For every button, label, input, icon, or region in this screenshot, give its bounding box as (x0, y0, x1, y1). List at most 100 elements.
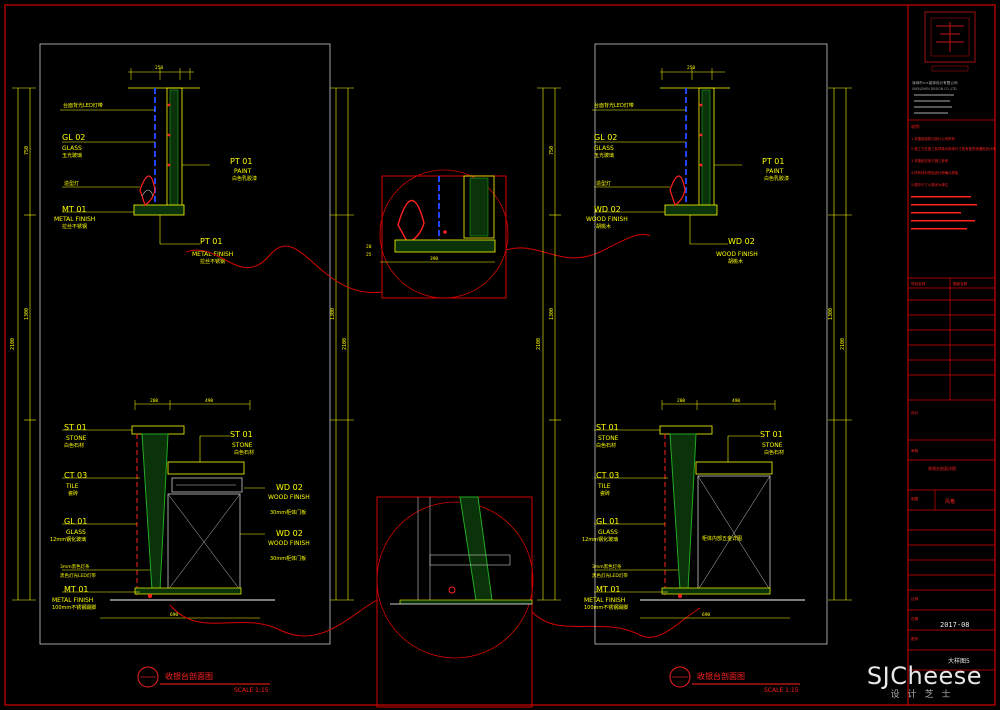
left-pt2-name: METAL FINISH (192, 251, 233, 258)
left-title: 收银台剖面图 (165, 671, 213, 681)
right-st2-name: STONE (762, 442, 783, 449)
company-seal-logo (924, 11, 976, 72)
right-st1-name: STONE (598, 435, 619, 442)
right-decor-label: 造型灯 (596, 180, 611, 187)
dim-top-a: 250 (155, 65, 163, 71)
dim-r-right-total: 2100 (840, 338, 846, 350)
right-pt-cn: 白色乳胶漆 (764, 175, 789, 182)
right-pt-name: PAINT (766, 168, 784, 175)
right-gl-bottom-code: GL 01 (596, 517, 619, 526)
detail-dim-c: 25 (366, 252, 372, 258)
dim-bottom-total: 690 (170, 612, 178, 618)
right-st1-cn: 白色石材 (596, 442, 616, 449)
right-wd-cn: 胡桃木 (596, 223, 611, 230)
right-section-panel: 2100 1300 750 1300 2100 250 (536, 43, 852, 694)
tb-sheet-no: 大样图5 (948, 657, 970, 665)
left-ct-cn: 瓷砖 (68, 490, 78, 497)
right-pt-code: PT 01 (762, 157, 784, 166)
right-title: 收银台剖面图 (697, 671, 745, 681)
dim-left-mid: 1300 (24, 308, 30, 320)
note-4: 4.所有材料须经设计师确认样板 (911, 170, 959, 175)
dim-r-left-total: 2100 (536, 338, 542, 350)
right-center-label: 柜体内部五金详图 (702, 535, 742, 542)
note-2: 2.施工方在施工前须核对现场尺寸如有差异请通知设计师 (911, 146, 996, 151)
right-wd-name: WOOD FINISH (586, 216, 628, 223)
left-gl-bottom-cn: 12mm钢化玻璃 (50, 536, 86, 543)
left-led-label: 台面背光LED灯带 (63, 102, 103, 109)
right-gl-bottom-cn: 12mm钢化玻璃 (582, 536, 618, 543)
dim-bottom-a: 200 (150, 398, 158, 404)
left-mt-bottom-cn: 100mm不锈钢踢脚 (52, 604, 96, 611)
dim-r-left-mid: 1300 (549, 308, 555, 320)
left-st1-code: ST 01 (64, 423, 87, 432)
detail-dim-a: 390 (430, 256, 438, 262)
left-st2-name: STONE (232, 442, 253, 449)
right-strip-label: 3mm黑色灯条 (592, 563, 622, 570)
note-1: 1.本图纸版权归设计公司所有 (911, 136, 956, 141)
right-gl-code: GL 02 (594, 133, 617, 142)
dim-r-right-mid: 1300 (828, 308, 834, 320)
revision-curve-bottom (169, 599, 701, 638)
left-led-bottom-label: 黑色灯光LED灯带 (60, 572, 96, 579)
firm-name: 深圳市××装饰设计有限公司 (912, 80, 958, 85)
left-pt2-cn: 拉丝不锈钢 (200, 258, 225, 265)
left-strip-label: 3mm黑色灯条 (60, 563, 90, 570)
right-ct-name: TILE (597, 483, 611, 490)
tb-row9: 图号 (911, 636, 919, 641)
left-st2-cn: 白色石材 (234, 449, 254, 456)
dim-r-left-top: 750 (549, 146, 555, 155)
right-wd2-top-code: WD 02 (728, 237, 755, 246)
left-wd1-code: WD 02 (276, 483, 303, 492)
right-mt-bottom-cn: 100mm不锈钢踢脚 (584, 604, 628, 611)
notes-heading: 说明: (911, 123, 920, 129)
left-gl-cn: 玉光玻璃 (62, 152, 82, 159)
left-ct-name: TILE (65, 483, 79, 490)
tb-date: 2017-08 (940, 621, 970, 629)
watermark-brand: SJCheese (866, 662, 982, 690)
right-st2-cn: 白色石材 (764, 449, 784, 456)
right-drawing-title: 收银台剖面图 SCALE 1:15 (669, 666, 800, 694)
detail-callout-top: 390 20 25 (366, 169, 509, 299)
left-mt-name: METAL FINISH (54, 216, 95, 223)
right-led-bottom-label: 黑色灯光LED灯带 (592, 572, 628, 579)
left-gl-name: GLASS (62, 145, 82, 152)
dim-right-total: 2100 (342, 338, 348, 350)
left-wd2-name: WOOD FINISH (268, 540, 310, 547)
left-gl-bottom-code: GL 01 (64, 517, 87, 526)
title-block: 深圳市××装饰设计有限公司 SHENZHEN DESIGN CO.,LTD. 说… (908, 11, 996, 671)
dim-left-top: 750 (24, 146, 30, 155)
r-dim-bottom-b: 490 (732, 398, 740, 404)
tb-owner: 风格 (945, 498, 955, 505)
r-dim-bottom-total: 690 (702, 612, 710, 618)
note-3: 3.本图纸仅用于施工参考 (911, 158, 949, 163)
left-mt-bottom-code: MT 01 (64, 585, 89, 594)
tb-row8: 日期 (911, 616, 919, 621)
left-pt-cn: 白色乳胶漆 (232, 175, 257, 182)
r-dim-top-a: 250 (687, 65, 695, 71)
left-scale: SCALE 1:15 (234, 687, 269, 694)
r-dim-bottom-a: 200 (677, 398, 685, 404)
left-wd1-name: WOOD FINISH (268, 494, 310, 501)
note-5: 5.图中尺寸以毫米为单位 (911, 182, 949, 187)
left-pt-name: PAINT (234, 168, 252, 175)
left-gl-code: GL 02 (62, 133, 85, 142)
right-bottom-section: 200 490 柜体内部五金详图 690 ST 01 (582, 398, 805, 619)
tb-row5: 审核 (911, 448, 919, 453)
left-ct-code: CT 03 (64, 471, 87, 480)
right-led-label: 台面背光LED灯带 (594, 102, 634, 109)
right-wd-code: WD 02 (594, 205, 621, 214)
watermark: SJCheese 设计芝士 (867, 662, 982, 700)
right-wd2-top-name: WOOD FINISH (716, 251, 758, 258)
detail-callout-bottom (376, 496, 534, 708)
left-mt-code: MT 01 (62, 205, 87, 214)
right-scale: SCALE 1:15 (764, 687, 799, 694)
right-ct-code: CT 03 (596, 471, 619, 480)
left-st1-name: STONE (66, 435, 87, 442)
left-wd1-cn: 30mm柜体门板 (270, 509, 306, 516)
left-bottom-section: 200 490 690 (50, 398, 310, 619)
left-pt2-code: PT 01 (200, 237, 222, 246)
right-top-section: 250 台面背光LED灯带 GL 02 GLASS 玉光玻璃 PT 01 PAI (586, 65, 789, 265)
left-st1-cn: 白色石材 (64, 442, 84, 449)
left-gl-bottom-name: GLASS (66, 529, 86, 536)
